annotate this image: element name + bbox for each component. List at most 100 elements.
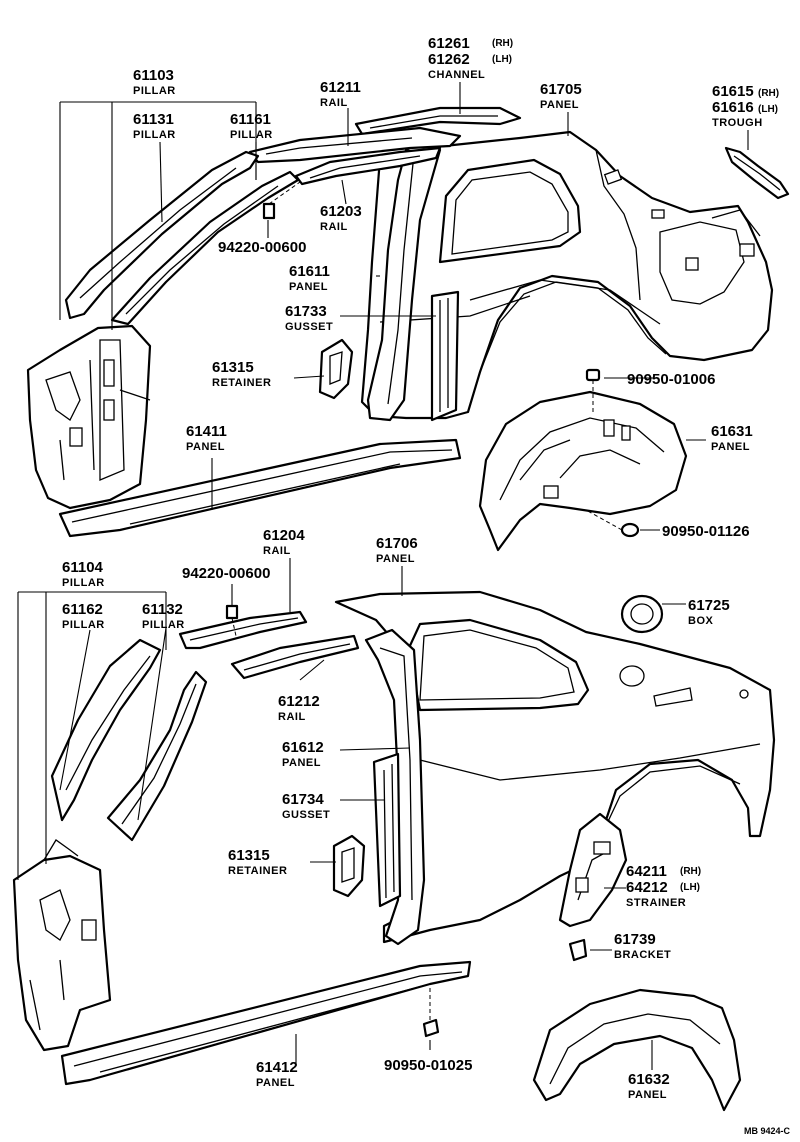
label-61261-name: CHANNEL (428, 69, 485, 81)
label-61132-number: 61132 (142, 601, 183, 618)
retainer-61315-upper (318, 338, 354, 400)
label-61315-upper-name: RETAINER (212, 377, 271, 389)
label-61203-name: RAIL (320, 221, 348, 233)
label-61104-number: 61104 (62, 559, 104, 576)
label-90950-01025: 90950-01025 (384, 1057, 472, 1074)
lower-side-assembly (12, 590, 776, 1112)
quarter-window-61705 (438, 158, 582, 264)
label-61212-number: 61212 (278, 693, 320, 710)
pillar-61132 (106, 670, 208, 842)
label-61132-name: PILLAR (142, 619, 185, 631)
label-61261-number: 61261 (428, 35, 470, 52)
rail-61204 (178, 610, 308, 650)
clip-94220-lower (225, 604, 239, 620)
label-61725-name: BOX (688, 615, 714, 627)
clip-94220-upper (262, 202, 276, 220)
label-61211-number: 61211 (320, 79, 361, 96)
label-61611-number: 61611 (289, 263, 330, 280)
label-61203-number: 61203 (320, 203, 362, 220)
bolt-90950-01126 (620, 522, 640, 538)
label-61262-number: 61262 (428, 51, 470, 68)
inner-rail-61203 (294, 146, 442, 186)
label-61616-side: (LH) (758, 104, 778, 115)
label-61211-name: RAIL (320, 97, 348, 109)
inner-pillar-61161 (110, 170, 300, 326)
bracket-61739 (568, 938, 588, 962)
label-61733-number: 61733 (285, 303, 327, 320)
label-61161-name: PILLAR (230, 129, 273, 141)
label-64211-name: STRAINER (626, 897, 686, 909)
front-cowl-61103 (26, 324, 152, 510)
label-61204-name: RAIL (263, 545, 291, 557)
label-61615-side: (RH) (758, 88, 779, 99)
leader-lines (17, 82, 749, 1070)
label-61212-name: RAIL (278, 711, 306, 723)
label-61103-name: PILLAR (133, 85, 176, 97)
label-61706-name: PANEL (376, 553, 415, 565)
label-61739-number: 61739 (614, 931, 656, 948)
diagram-code: MB 9424-C (744, 1126, 791, 1136)
label-61131-name: PILLAR (133, 129, 176, 141)
label-61131-number: 61131 (133, 111, 174, 128)
label-64211-number: 64211 (626, 863, 667, 880)
gusset-61734 (372, 752, 402, 908)
gusset-61733 (430, 290, 460, 422)
upper-side-assembly (26, 106, 790, 552)
label-61734-number: 61734 (282, 791, 324, 808)
label-61204-number: 61204 (263, 527, 305, 544)
pillar-61104 (12, 854, 112, 1052)
label-61261-side: (RH) (492, 38, 513, 49)
pillar-61162 (50, 638, 162, 822)
label-61411-name: PANEL (186, 441, 225, 453)
label-61705-name: PANEL (540, 99, 579, 111)
front-pillar-61131 (64, 150, 260, 320)
callout-labels: 61103 PILLAR 61131 PILLAR 61161 PILLAR 6… (62, 35, 791, 1136)
label-90950-01126: 90950-01126 (662, 523, 750, 540)
label-61612-number: 61612 (282, 739, 324, 756)
label-61412-name: PANEL (256, 1077, 295, 1089)
label-61734-name: GUSSET (282, 809, 330, 821)
label-61632-name: PANEL (628, 1089, 667, 1101)
label-61411-number: 61411 (186, 423, 227, 440)
label-61725-number: 61725 (688, 597, 730, 614)
roof-rail-61211 (248, 126, 462, 164)
wheelhouse-panel-61631 (478, 390, 688, 552)
trough-61615 (724, 146, 790, 200)
roof-channel-61261 (354, 106, 522, 136)
label-61631-number: 61631 (711, 423, 753, 440)
label-61315-lower-number: 61315 (228, 847, 270, 864)
label-94220-upper: 94220-00600 (218, 239, 306, 256)
label-61632-number: 61632 (628, 1071, 670, 1088)
label-61615-number: 61615 (712, 83, 754, 100)
rocker-panel-61411 (58, 438, 462, 538)
box-61725 (620, 594, 664, 634)
label-61162-number: 61162 (62, 601, 103, 618)
label-61162-name: PILLAR (62, 619, 105, 631)
rail-61212 (230, 634, 360, 680)
label-61161-number: 61161 (230, 111, 271, 128)
label-61412-number: 61412 (256, 1059, 298, 1076)
quarter-window-61706 (406, 618, 590, 712)
label-64211-side: (RH) (680, 866, 701, 877)
label-61616-number: 61616 (712, 99, 754, 116)
label-90950-01006: 90950-01006 (627, 371, 715, 388)
retainer-61315-lower (332, 834, 366, 898)
rocker-panel-61412 (60, 960, 472, 1086)
label-61615-name: TROUGH (712, 117, 763, 129)
label-94220-lower: 94220-00600 (182, 565, 270, 582)
label-61611-name: PANEL (289, 281, 328, 293)
label-61733-name: GUSSET (285, 321, 333, 333)
label-61315-lower-name: RETAINER (228, 865, 287, 877)
label-61739-name: BRACKET (614, 949, 671, 961)
label-61705-number: 61705 (540, 81, 582, 98)
label-61315-upper-number: 61315 (212, 359, 254, 376)
label-61262-side: (LH) (492, 54, 512, 65)
label-61104-name: PILLAR (62, 577, 105, 589)
label-64212-side: (LH) (680, 882, 700, 893)
bolt-90950-01006 (585, 368, 601, 382)
center-panel-61612 (364, 628, 426, 946)
label-61706-number: 61706 (376, 535, 418, 552)
label-61103-number: 61103 (133, 67, 174, 84)
label-64212-number: 64212 (626, 879, 668, 896)
